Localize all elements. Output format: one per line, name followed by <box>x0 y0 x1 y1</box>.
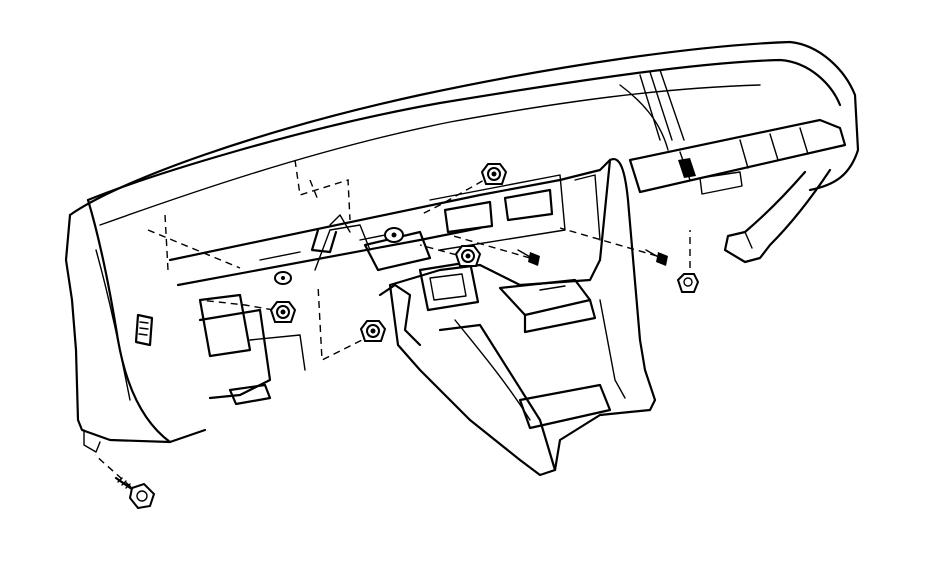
center-console <box>378 157 657 477</box>
clip-right <box>676 273 700 293</box>
washer-left <box>274 271 292 285</box>
dashboard-top-pad <box>68 40 860 226</box>
nut-left <box>269 301 297 323</box>
nut-top-center <box>480 163 508 185</box>
washer-center <box>384 227 404 243</box>
screw-center <box>517 249 540 266</box>
right-side-bracket <box>723 168 832 264</box>
right-vent-grille <box>628 118 847 195</box>
screw-right <box>645 249 668 266</box>
reinforcement-beam <box>168 158 612 406</box>
left-end-panel <box>64 198 207 453</box>
bolt-lower-left <box>114 476 156 510</box>
nut-center <box>454 245 482 267</box>
nut-lower-center <box>359 320 387 342</box>
callout-lines <box>94 159 691 496</box>
